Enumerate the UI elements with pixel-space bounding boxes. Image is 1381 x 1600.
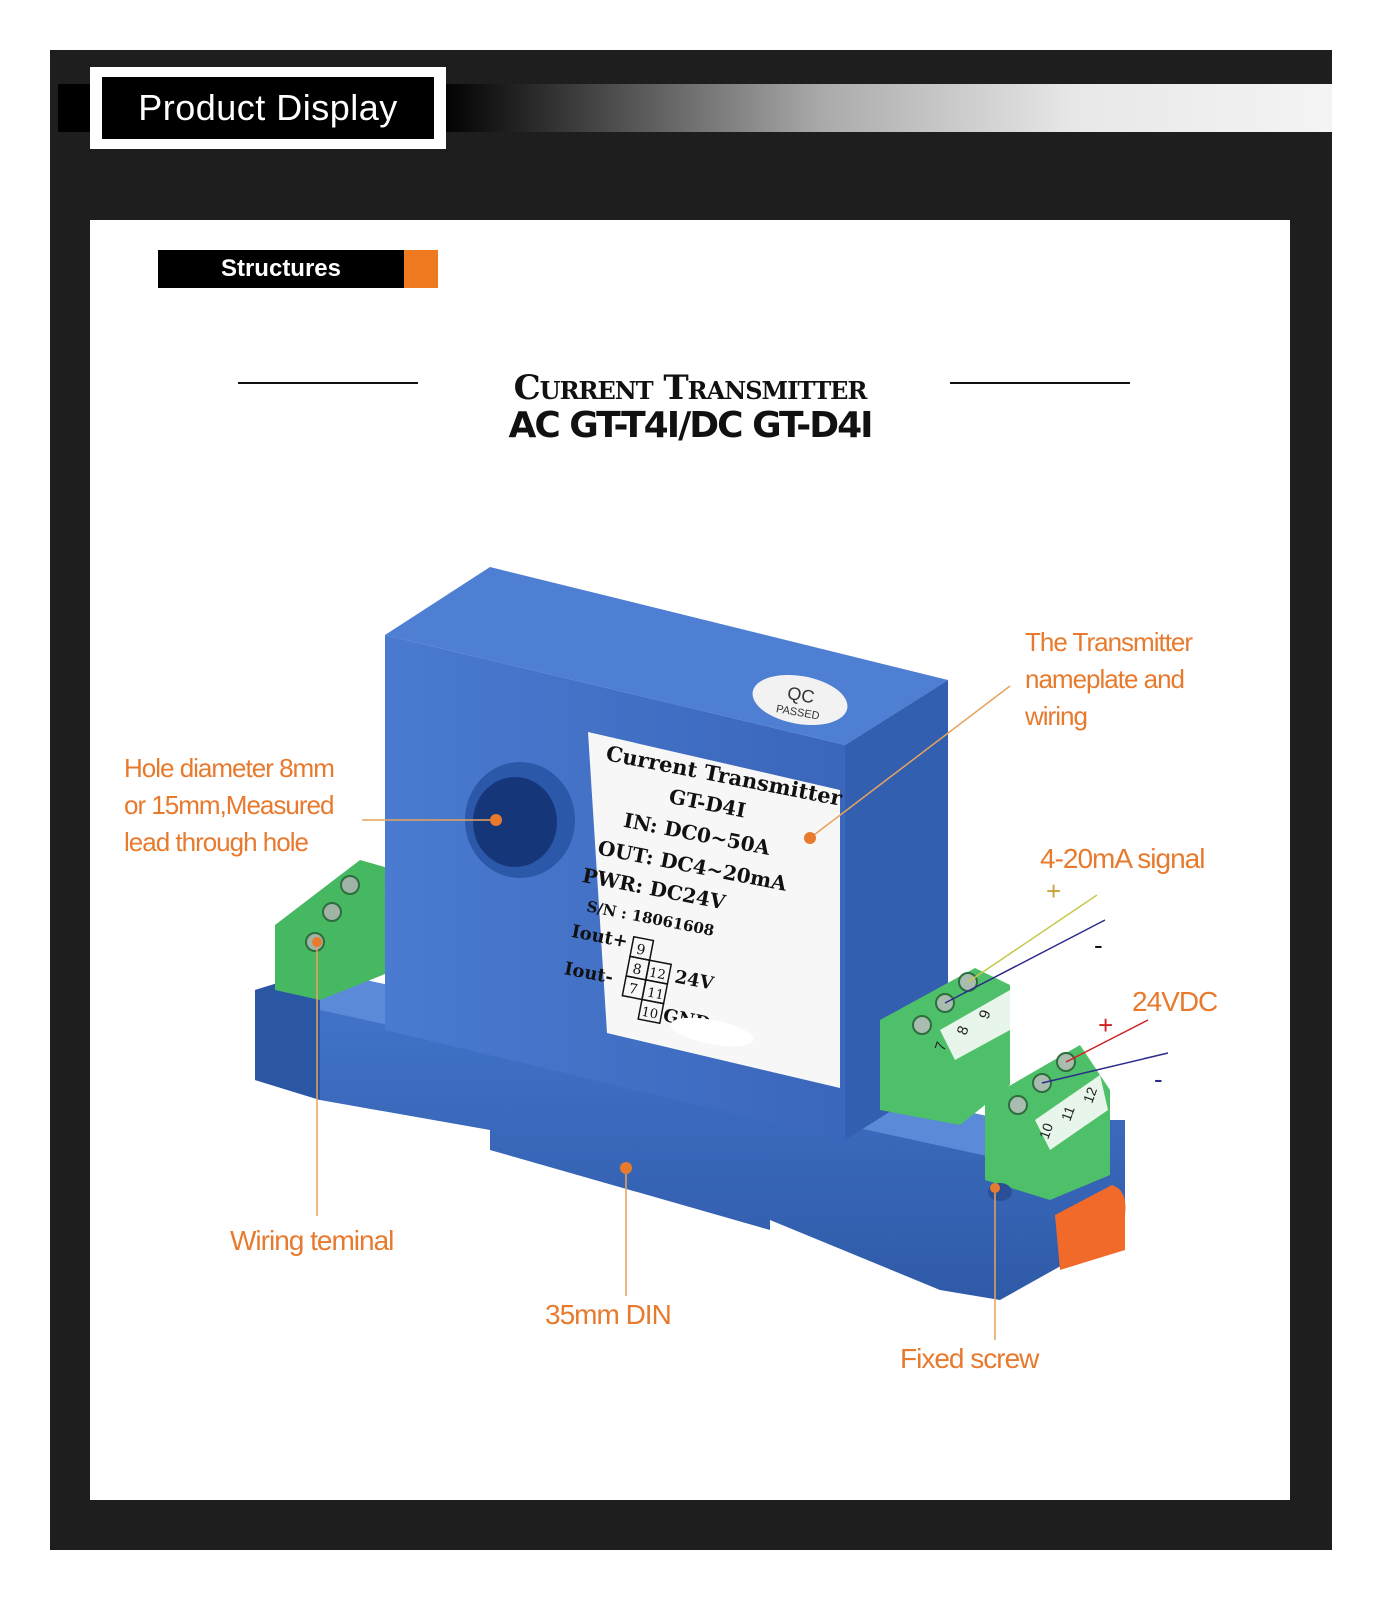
power-minus-sign: -	[1154, 1064, 1163, 1094]
wire-signal-plus	[967, 894, 1098, 983]
callout-dot-icon	[620, 1162, 632, 1174]
pin-number: 12	[648, 965, 667, 983]
din-base	[255, 970, 1125, 1300]
callout-dot-icon	[490, 814, 502, 826]
signal-minus-sign: -	[1094, 930, 1103, 960]
section-label: Structures	[220, 255, 342, 282]
callout-fixed-screw: Fixed screw	[900, 1343, 1039, 1374]
wire-power-minus	[1041, 1052, 1169, 1084]
callout-dot-icon	[804, 832, 816, 844]
din-clip	[1055, 1185, 1126, 1270]
qc-sticker	[752, 674, 848, 726]
power-plus-sign: +	[1098, 1010, 1114, 1040]
din-base-end	[255, 970, 320, 1100]
callout-din: 35mm DIN	[545, 1299, 672, 1330]
signal-plus-sign: +	[1046, 876, 1062, 906]
section-label-bar	[158, 250, 438, 288]
pin-number: 10	[640, 1005, 659, 1023]
product-subtitle: AC GT-T4I/DC GT-D4I	[508, 405, 873, 446]
title-rule-left	[238, 382, 418, 384]
callout-signal: 4-20mA signal	[1040, 843, 1205, 874]
callout-power: 24VDC	[1132, 986, 1218, 1017]
pin-number: 9	[635, 942, 647, 959]
product-title: Current Transmitter	[513, 368, 868, 408]
measure-hole-icon	[473, 777, 557, 867]
callout-nameplate: The Transmitter nameplate and wiring	[1025, 627, 1193, 731]
terminal-number: 12	[1080, 1085, 1100, 1105]
pin-number: 7	[627, 981, 639, 998]
terminal-screw-icon	[340, 875, 360, 895]
terminal-number: 11	[1058, 1104, 1078, 1123]
nameplate	[588, 732, 840, 1088]
terminal-screw-icon	[1008, 1095, 1028, 1115]
callout-dot-icon	[312, 937, 322, 947]
pin-number: 8	[631, 961, 643, 978]
terminal-number: 10	[1036, 1121, 1056, 1141]
terminal-screw-icon	[322, 902, 342, 922]
callout-line-nameplate	[809, 685, 1011, 839]
header-title: Product Display	[102, 77, 434, 139]
qc-label: QC	[786, 683, 816, 707]
wire-power-plus	[1065, 1019, 1149, 1063]
pin-number: 11	[646, 985, 665, 1003]
terminal-screw-icon	[912, 1015, 932, 1035]
callout-hole: Hole diameter 8mm or 15mm,Measured lead …	[124, 753, 335, 857]
wire-signal-minus	[944, 919, 1106, 1004]
right-terminal-block-signal	[880, 968, 1010, 1125]
title-rule-right	[950, 382, 1130, 384]
callout-wiring-terminal: Wiring teminal	[230, 1225, 394, 1256]
callout-dot-icon	[990, 1183, 1000, 1193]
section-label-accent	[404, 250, 438, 288]
left-terminal-block	[275, 860, 395, 1000]
